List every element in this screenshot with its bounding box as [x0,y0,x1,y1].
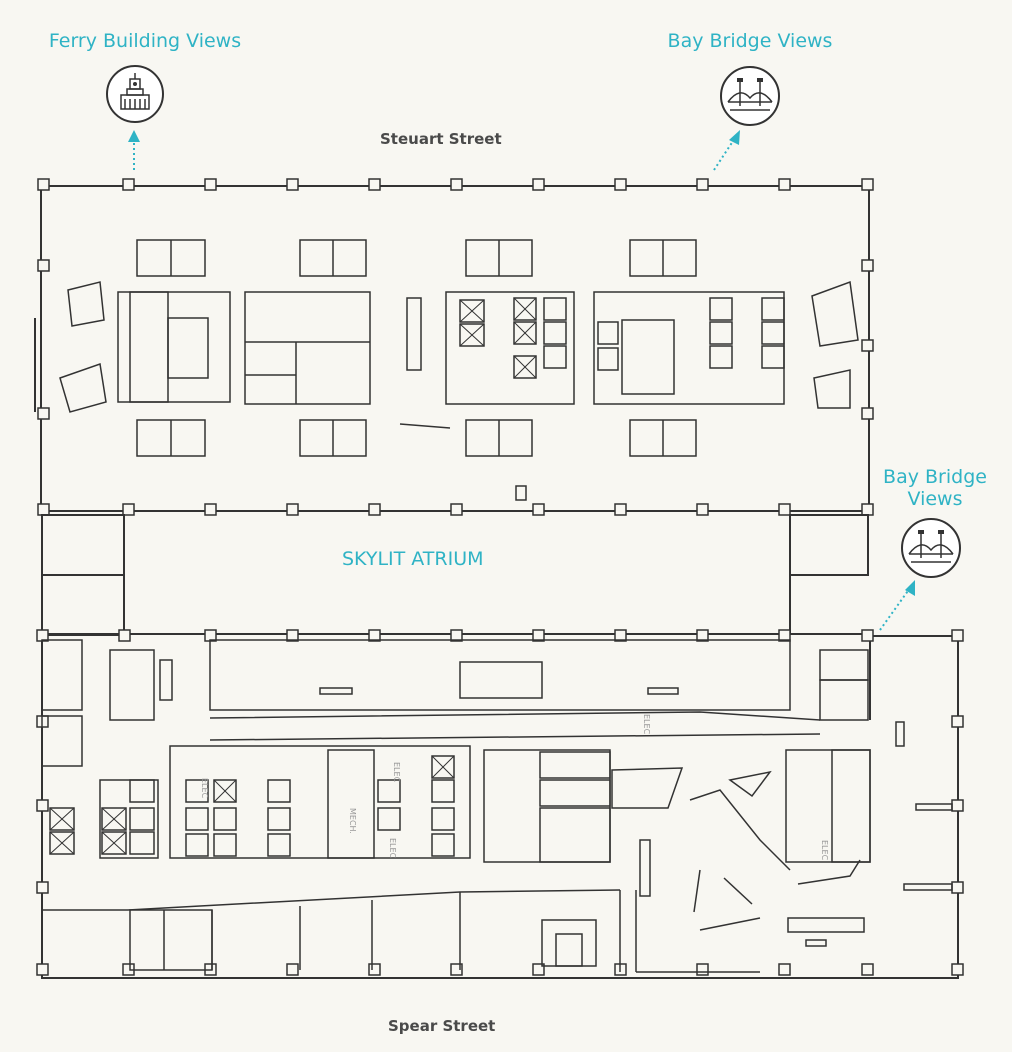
elec-label-5: ELEC [820,840,829,861]
south-street-label: Spear Street [388,1017,496,1035]
bay-views-right-line2: Views [907,488,963,510]
north-street-label: Steuart Street [380,130,502,148]
elevator-marks [459,297,537,379]
ferry-views-label: Ferry Building Views [48,30,242,52]
ferry-building-icon [106,65,164,123]
walls [34,185,870,512]
view-arrows [133,137,911,631]
atrium-label: SKYLIT ATRIUM [342,548,484,570]
lower-elevator-marks [49,755,455,855]
elec-label-2: ELEC [392,762,401,783]
bay-views-right-label: Bay Bridge Views [880,466,990,510]
lower-walls [41,633,959,979]
columns-upper [37,178,874,516]
elec-label-4: ELEC [642,714,651,735]
elec-label-3: ELEC [388,838,397,859]
upper-interior [59,239,859,501]
columns-lower [36,629,964,976]
bay-bridge-icon-right [901,518,961,578]
bay-views-top-label: Bay Bridge Views [667,30,833,52]
bay-views-right-line1: Bay Bridge [883,466,987,488]
atrium-walls [41,514,869,636]
mech-label: MECH. [348,808,357,834]
view-arrowheads [128,130,915,596]
bay-bridge-icon [720,66,780,126]
lower-interior [41,639,953,973]
elec-label-1: ELEC [200,778,209,799]
